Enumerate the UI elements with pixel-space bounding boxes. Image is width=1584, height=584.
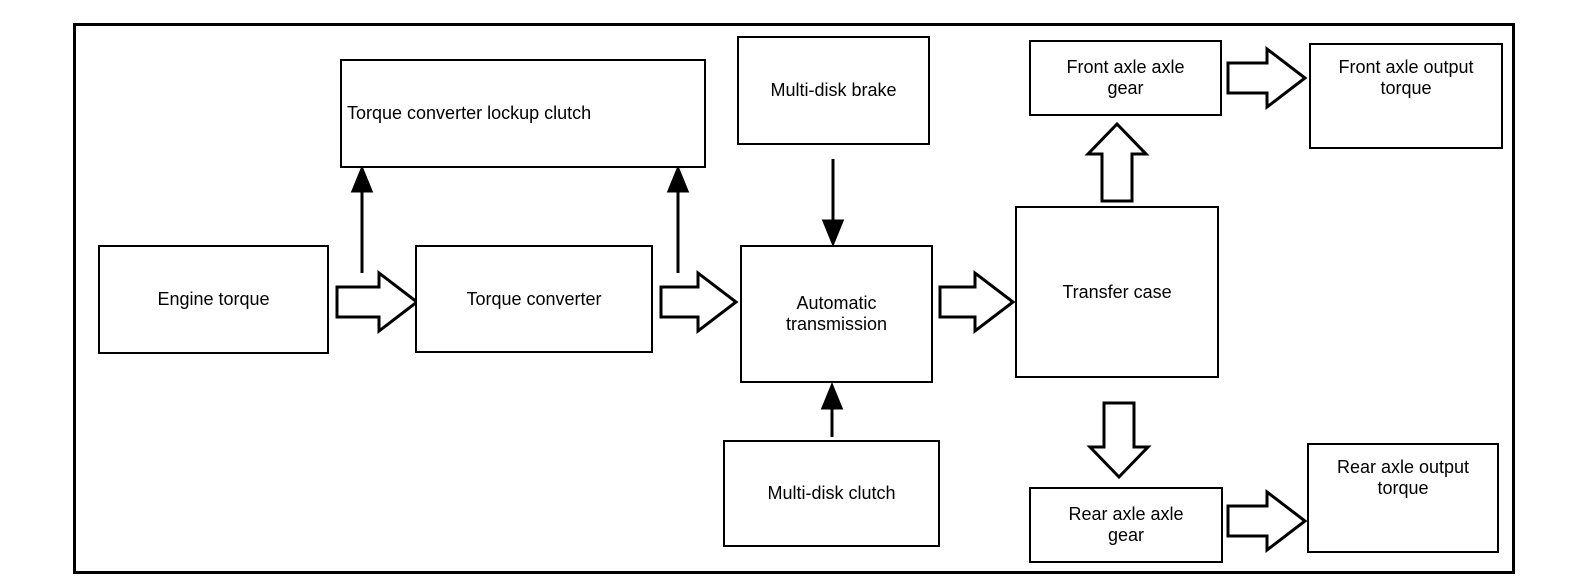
node-transfer-case-label: Transfer case — [1062, 281, 1172, 302]
node-front-axle-axle-gear-label: Front axle axle gear — [1066, 57, 1185, 98]
node-multi-disk-clutch: Multi-disk clutch — [723, 440, 940, 547]
node-torque-converter: Torque converter — [415, 245, 653, 353]
node-multi-disk-clutch-label: Multi-disk clutch — [767, 483, 896, 503]
node-torque-converter-label: Torque converter — [466, 288, 602, 309]
node-multi-disk-brake: Multi-disk brake — [737, 36, 930, 145]
block-arrow-rear-gear-to-rear-output — [1228, 492, 1305, 550]
diagram-border — [73, 23, 1515, 574]
block-arrow-engine-to-torque-converter — [337, 273, 417, 331]
node-torque-converter-lockup-clutch-label: Torque converter lockup clutch — [347, 103, 592, 123]
node-rear-axle-output-torque-label: Rear axle output torque — [1336, 457, 1470, 498]
node-transfer-case: Transfer case — [1015, 206, 1219, 378]
block-arrow-torque-converter-to-transmission — [661, 273, 736, 331]
block-arrow-front-gear-to-front-output — [1228, 49, 1305, 107]
node-torque-converter-lockup-clutch: Torque converter lockup clutch — [340, 59, 706, 168]
thin-arrow-head-clutch-to-transmission — [823, 386, 841, 408]
node-rear-axle-output-torque: Rear axle output torque — [1307, 443, 1499, 553]
thin-arrow-head-right-to-lockup — [669, 169, 687, 191]
node-rear-axle-axle-gear-label: Rear axle axle gear — [1068, 504, 1184, 545]
node-automatic-transmission: Automatic transmission — [740, 245, 933, 383]
node-engine-torque-label: Engine torque — [157, 289, 270, 309]
node-multi-disk-brake-label: Multi-disk brake — [770, 80, 897, 100]
block-arrow-transfer-case-to-front-gear — [1088, 124, 1146, 201]
block-arrow-transmission-to-transfer-case — [940, 273, 1013, 331]
thin-arrow-head-brake-to-transmission — [824, 221, 842, 243]
node-front-axle-output-torque-label: Front axle output torque — [1338, 57, 1474, 98]
node-front-axle-axle-gear: Front axle axle gear — [1029, 40, 1222, 116]
node-automatic-transmission-label: Automatic transmission — [785, 293, 888, 334]
node-rear-axle-axle-gear: Rear axle axle gear — [1029, 487, 1223, 563]
node-front-axle-output-torque: Front axle output torque — [1309, 43, 1503, 149]
thin-arrow-head-left-to-lockup — [353, 169, 371, 191]
node-engine-torque: Engine torque — [98, 245, 329, 354]
block-arrow-transfer-case-to-rear-gear — [1090, 403, 1148, 477]
